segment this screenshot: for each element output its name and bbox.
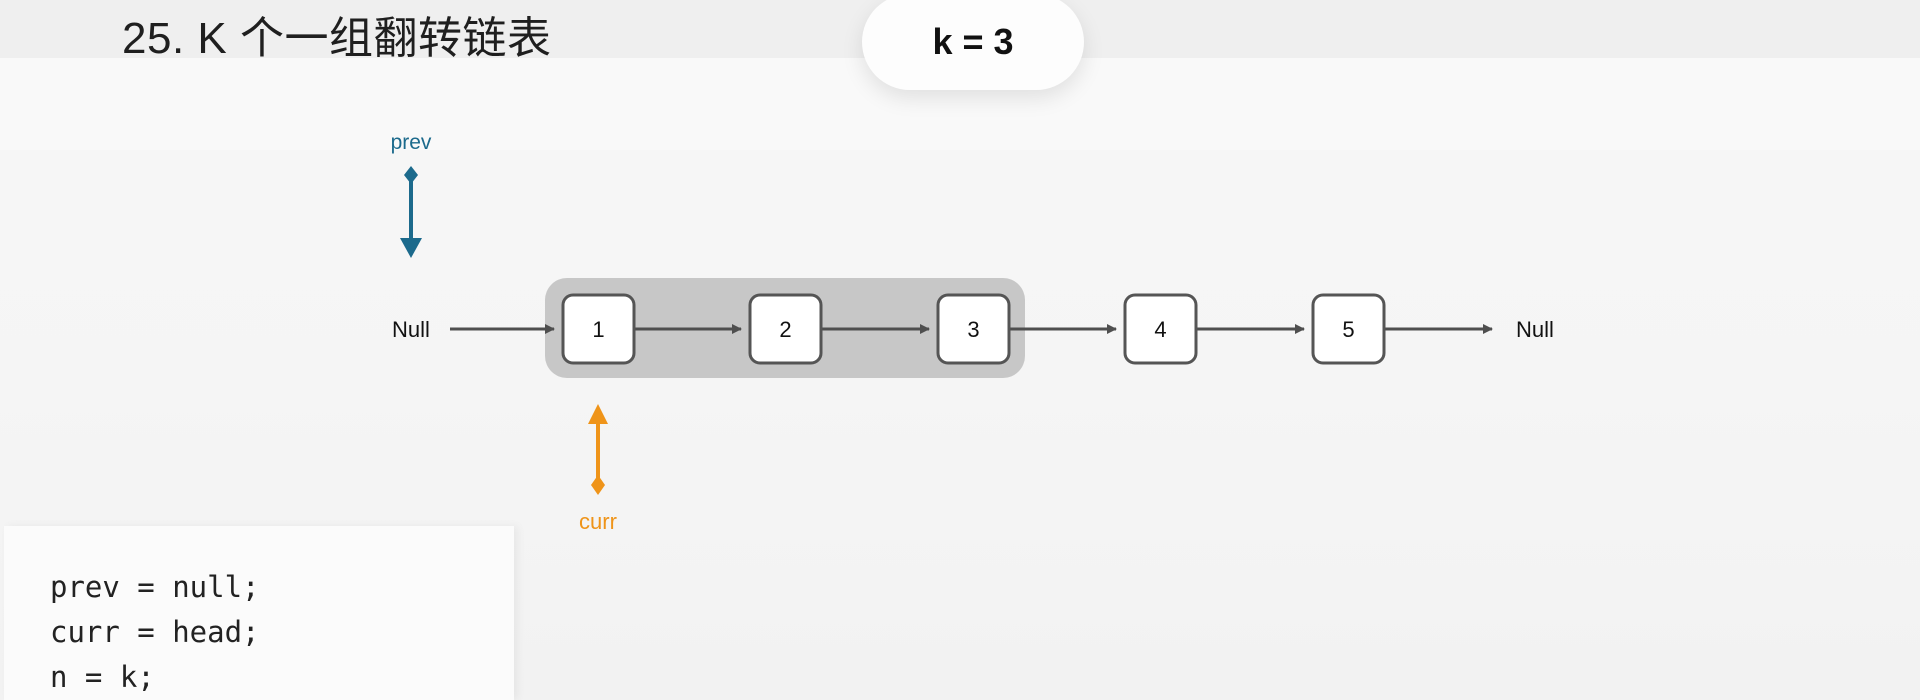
node-value: 1 <box>592 317 604 342</box>
node-box <box>748 293 823 365</box>
list-node-5: 5 <box>1311 293 1386 365</box>
page-title: 25. K 个一组翻转链表 <box>122 14 552 63</box>
prev-pointer-diamond <box>404 166 418 184</box>
curr-pointer-diamond <box>591 475 605 495</box>
list-node-1: 1 <box>561 293 636 365</box>
list-node-4: 4 <box>1123 293 1198 365</box>
k-value-badge: k = 3 <box>862 0 1084 90</box>
node-box <box>1123 293 1198 365</box>
list-node-3: 3 <box>936 293 1011 365</box>
curr-pointer-arrowhead <box>588 404 608 424</box>
list-node-2: 2 <box>748 293 823 365</box>
code-line-1: prev = null; <box>50 570 260 604</box>
node-box <box>561 293 636 365</box>
node-value: 3 <box>967 317 979 342</box>
prev-pointer-label: prev <box>391 131 432 154</box>
curr-pointer: curr <box>579 404 617 534</box>
code-line-3: n = k; <box>50 660 155 694</box>
node-box <box>936 293 1011 365</box>
prev-pointer-arrowhead <box>400 238 422 258</box>
head-null-label: Null <box>392 317 430 342</box>
node-value: 4 <box>1154 317 1166 342</box>
node-box <box>1311 293 1386 365</box>
prev-pointer: prev <box>391 131 432 258</box>
code-panel: prev = null; curr = head; n = k; <box>4 526 514 700</box>
node-value: 5 <box>1342 317 1354 342</box>
node-value: 2 <box>779 317 791 342</box>
tail-null-label: Null <box>1516 317 1554 342</box>
code-line-2: curr = head; <box>50 615 260 649</box>
curr-pointer-label: curr <box>579 509 617 534</box>
